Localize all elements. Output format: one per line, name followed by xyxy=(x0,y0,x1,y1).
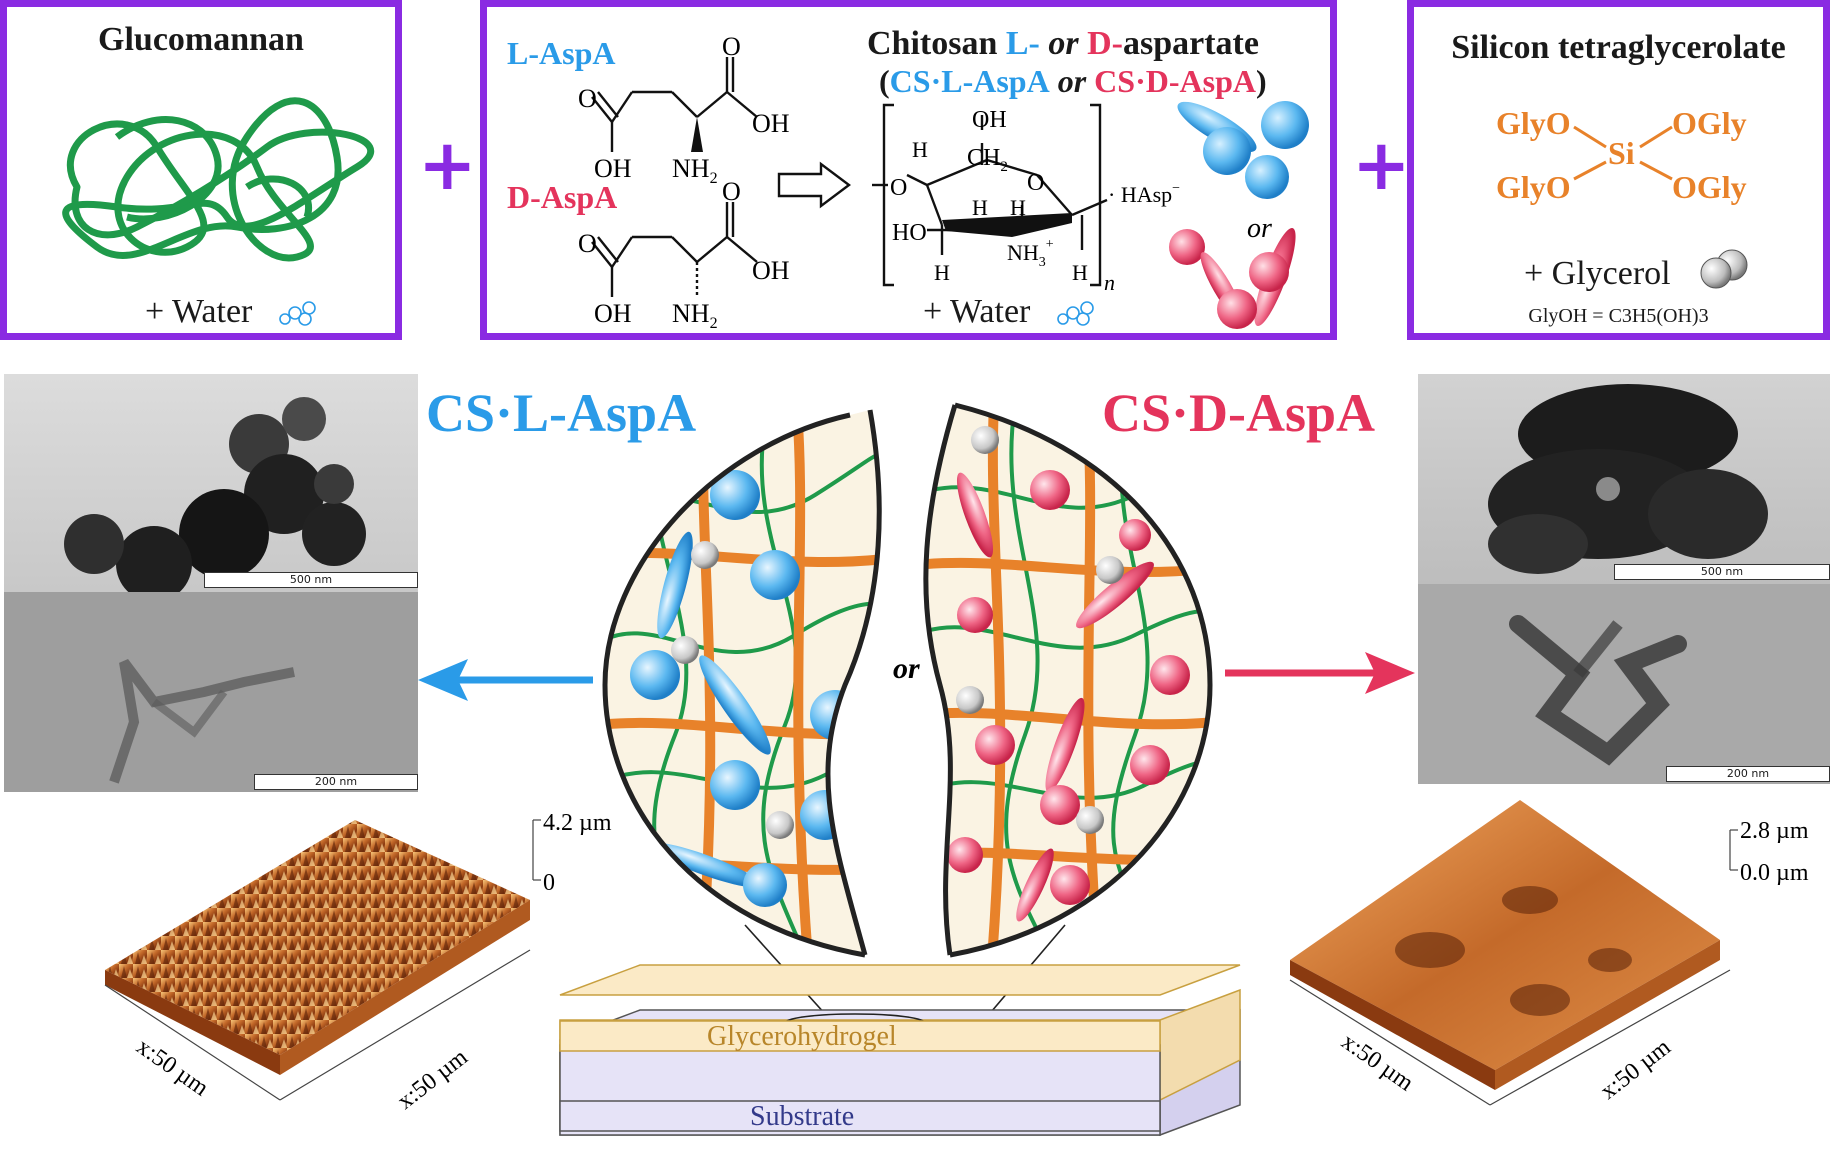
tem-image-left-bottom: 200 nm xyxy=(4,592,418,792)
ring-o-left: O xyxy=(890,175,907,201)
glucomannan-water-label: + Water xyxy=(145,293,253,330)
chitosan-title-or: or xyxy=(1039,25,1088,62)
tem-image-right-top: 500 nm xyxy=(1418,374,1830,584)
l-aspa-nh2: NH2 xyxy=(672,154,718,187)
l-aspa-oh-left: OH xyxy=(594,154,632,183)
ring-h-mid2: H xyxy=(1010,195,1026,220)
tem-left-bottom-scale: 200 nm xyxy=(254,774,418,790)
l-aspa-label: L-AspA xyxy=(507,35,616,71)
subtitle-open: ( xyxy=(879,63,890,99)
silicon-si: Si xyxy=(1608,135,1635,171)
chitosan-title-suffix: aspartate xyxy=(1123,25,1259,62)
tem-right-bottom-scale: 200 nm xyxy=(1666,766,1830,782)
chitosan-aspartate-box: L-AspA D-AspA O O OH OH NH2 xyxy=(480,0,1337,340)
tem-image-right-bottom: 200 nm xyxy=(1418,584,1830,784)
subtitle-or: or xyxy=(1049,63,1095,99)
chitosan-subtitle: (CS·L-AspA or CS·D-AspA) xyxy=(879,63,1267,100)
glycerol-label: + Glycerol xyxy=(1524,255,1671,292)
hydrogel-network-circle: or xyxy=(602,402,1213,1026)
aspartic-acid-structures: O O OH OH NH2 O O OH OH NH2 xyxy=(578,32,790,332)
glucomannan-title: Glucomannan xyxy=(98,21,304,58)
subtitle-cs-l: CS·L-AspA xyxy=(889,63,1050,99)
afm-surface-left: 4.2 µm 0 x:50 µm x:50 µm xyxy=(104,810,612,1115)
afm-left-zmax: 4.2 µm xyxy=(543,810,612,836)
ring-n-subscript: n xyxy=(1104,270,1115,295)
chitosan-ring-structure: O OH CH2 H O H H HO NH3+ H H n · HAsp− xyxy=(872,103,1180,295)
glycerol-icon xyxy=(1700,249,1748,289)
glucomannan-box: Glucomannan + Water xyxy=(0,0,402,340)
tem-image-left-top: 500 nm xyxy=(4,374,418,602)
reaction-arrow-icon xyxy=(777,161,851,209)
ring-ho: HO xyxy=(892,220,927,246)
glyo-top-left: GlyO xyxy=(1496,105,1571,141)
center-or: or xyxy=(893,652,920,685)
chitosan-title-l: L- xyxy=(1005,25,1040,62)
ogly-top-right: OGly xyxy=(1672,105,1747,141)
subtitle-cs-d: CS·D-AspA xyxy=(1094,63,1256,99)
plus-sign-right: + xyxy=(1352,124,1411,206)
silicon-title: Silicon tetraglycerolate xyxy=(1451,29,1786,66)
water-drops-icon xyxy=(279,301,316,326)
l-aspa-o-top: O xyxy=(722,32,741,61)
arrow-right-icon xyxy=(1225,652,1415,694)
silicon-box: Silicon tetraglycerolate GlyO OGly Si Gl… xyxy=(1407,0,1830,340)
afm-surface-right: 2.8 µm 0.0 µm x:50 µm x:50 µm xyxy=(1289,800,1809,1106)
ring-h-bottom-right: H xyxy=(1072,260,1088,285)
ring-nh3: NH3+ xyxy=(1007,237,1054,270)
ring-h-mid: H xyxy=(972,195,988,220)
afm-right-zmin: 0.0 µm xyxy=(1740,860,1809,886)
d-aspa-nh2: NH2 xyxy=(672,299,718,332)
afm-right-zmax: 2.8 µm xyxy=(1740,818,1809,844)
d-aspa-o-left: O xyxy=(578,229,597,258)
substrate-and-gel-slabs: Glycerohydrogel Substrate xyxy=(559,964,1241,1137)
ring-o-right: O xyxy=(1027,170,1044,196)
d-aspa-oh-right: OH xyxy=(752,256,790,285)
plus-sign-left: + xyxy=(418,124,477,206)
d-aspa-label: D-AspA xyxy=(507,179,618,215)
ring-oh: OH xyxy=(972,107,1007,133)
ring-ch2: CH2 xyxy=(967,145,1008,175)
chitosan-water-label: + Water xyxy=(923,293,1031,330)
ring-h-bottom: H xyxy=(934,260,950,285)
tem-left-top-scale: 500 nm xyxy=(204,572,418,588)
subtitle-close: ) xyxy=(1255,63,1267,99)
particles-or: or xyxy=(1247,213,1272,244)
chitosan-title-text: Chitosan xyxy=(867,25,1006,62)
afm-right-y: x:50 µm xyxy=(1596,1034,1676,1105)
ring-hasp: · HAsp− xyxy=(1108,181,1180,207)
cs-d-aspa-heading: CS·D-AspA xyxy=(1102,383,1376,443)
l-aspa-o-left: O xyxy=(578,84,597,113)
ogly-bottom-right: OGly xyxy=(1672,169,1747,205)
silicon-bonds xyxy=(1573,125,1673,181)
l-aspa-oh-right: OH xyxy=(752,109,790,138)
ring-h-top: H xyxy=(912,137,928,162)
arrow-left-icon xyxy=(418,659,593,701)
afm-left-zmin: 0 xyxy=(543,870,555,896)
glucomannan-chain-graphic xyxy=(62,97,375,262)
chitosan-title: Chitosan L- or D-aspartate xyxy=(867,25,1259,63)
chitosan-title-d: D- xyxy=(1087,25,1123,62)
tem-right-top-scale: 500 nm xyxy=(1614,564,1830,580)
glyo-bottom-left: GlyO xyxy=(1496,169,1571,205)
glycerohydrogel-label: Glycerohydrogel xyxy=(707,1021,897,1052)
d-aspa-oh-left: OH xyxy=(594,299,632,328)
substrate-label: Substrate xyxy=(750,1101,854,1132)
afm-left-x: x:50 µm xyxy=(132,1034,214,1102)
aspartate-particles-graphic: or xyxy=(1169,101,1309,329)
d-aspa-o-top: O xyxy=(722,177,741,206)
water-drops-icon-2 xyxy=(1057,301,1094,326)
afm-left-y: x:50 µm xyxy=(393,1044,473,1115)
cs-l-aspa-heading: CS·L-AspA xyxy=(426,383,697,443)
glycerol-formula: GlyOH = C3H5(OH)3 xyxy=(1528,305,1709,327)
